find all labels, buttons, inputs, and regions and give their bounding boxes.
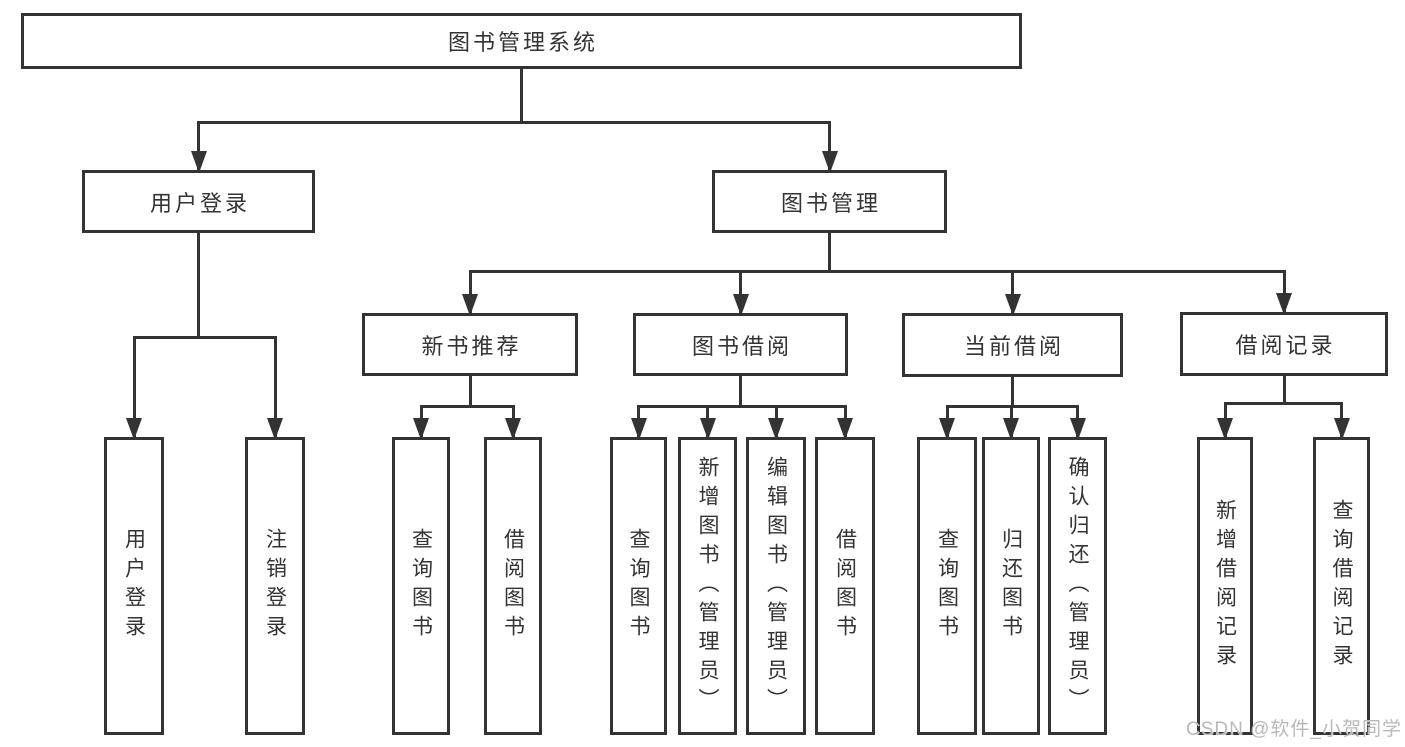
arrow-down-icon <box>732 294 749 316</box>
arrow-down-icon <box>1004 294 1021 316</box>
connector-line <box>637 404 847 408</box>
connector-line <box>739 374 742 408</box>
node-leaf-br-query: 查询借阅记录 <box>1313 437 1370 735</box>
arrow-down-icon <box>1276 293 1292 315</box>
node-leaf-logout: 注销登录 <box>245 437 305 735</box>
csdn-watermark: CSDN @软件_小贺同学 <box>1186 719 1402 740</box>
connector-line <box>1282 374 1286 405</box>
node-user-login: 用户登录 <box>82 170 315 233</box>
node-current-borrow: 当前借阅 <box>902 313 1123 377</box>
connector-line <box>828 231 831 273</box>
connector-line <box>273 337 277 439</box>
node-new-book: 新书推荐 <box>362 313 578 376</box>
connector-line <box>1282 271 1286 314</box>
arrow-down-icon <box>1217 418 1233 440</box>
connector-line <box>468 269 1286 273</box>
connector-line <box>468 271 472 315</box>
connector-line <box>739 271 742 315</box>
connector-line <box>197 122 200 172</box>
node-book-mgmt: 图书管理 <box>712 170 947 233</box>
node-leaf-br-add: 新增借阅记录 <box>1197 437 1253 735</box>
node-leaf-cb-query: 查询图书 <box>917 437 977 735</box>
arrow-down-icon <box>699 418 716 440</box>
connector-line <box>197 231 200 339</box>
node-leaf-bb-borrow: 借阅图书 <box>815 437 875 735</box>
arrow-down-icon <box>837 418 853 440</box>
connector-line <box>132 335 277 339</box>
arrow-down-icon <box>821 151 838 173</box>
arrow-down-icon <box>1069 418 1086 440</box>
arrow-down-icon <box>1333 418 1350 440</box>
arrow-down-icon <box>413 418 429 440</box>
arrow-down-icon <box>462 294 478 316</box>
node-leaf-user-login: 用户登录 <box>104 437 164 735</box>
node-book-borrow: 图书借阅 <box>633 313 848 376</box>
connector-line <box>1011 271 1014 315</box>
node-borrow-records: 借阅记录 <box>1180 312 1388 376</box>
node-leaf-cb-return: 归还图书 <box>982 437 1040 735</box>
arrow-down-icon <box>267 418 283 440</box>
node-leaf-cb-confirm: 确认归还（管理员） <box>1048 437 1107 735</box>
connector-line <box>197 120 831 124</box>
arrow-down-icon <box>505 418 521 440</box>
connector-line <box>828 122 831 172</box>
connector-line <box>1223 401 1343 405</box>
arrow-down-icon <box>1003 418 1019 440</box>
node-leaf-bb-query: 查询图书 <box>610 437 667 735</box>
arrow-down-icon <box>190 151 207 173</box>
node-leaf-nb-borrow: 借阅图书 <box>484 437 542 735</box>
connector-line <box>132 337 136 439</box>
connector-line <box>419 404 515 408</box>
node-leaf-bb-edit: 编辑图书（管理员） <box>746 437 806 735</box>
arrow-down-icon <box>630 418 647 440</box>
node-leaf-nb-query: 查询图书 <box>392 437 450 735</box>
diagram-title-root: 图书管理系统 <box>21 13 1022 69</box>
node-leaf-bb-add: 新增图书（管理员） <box>678 437 737 735</box>
arrow-down-icon <box>939 418 955 440</box>
arrow-down-icon <box>126 418 142 440</box>
arrow-down-icon <box>768 418 784 440</box>
connector-line <box>520 67 523 124</box>
connector-line <box>1011 375 1014 408</box>
connector-line <box>468 374 472 408</box>
